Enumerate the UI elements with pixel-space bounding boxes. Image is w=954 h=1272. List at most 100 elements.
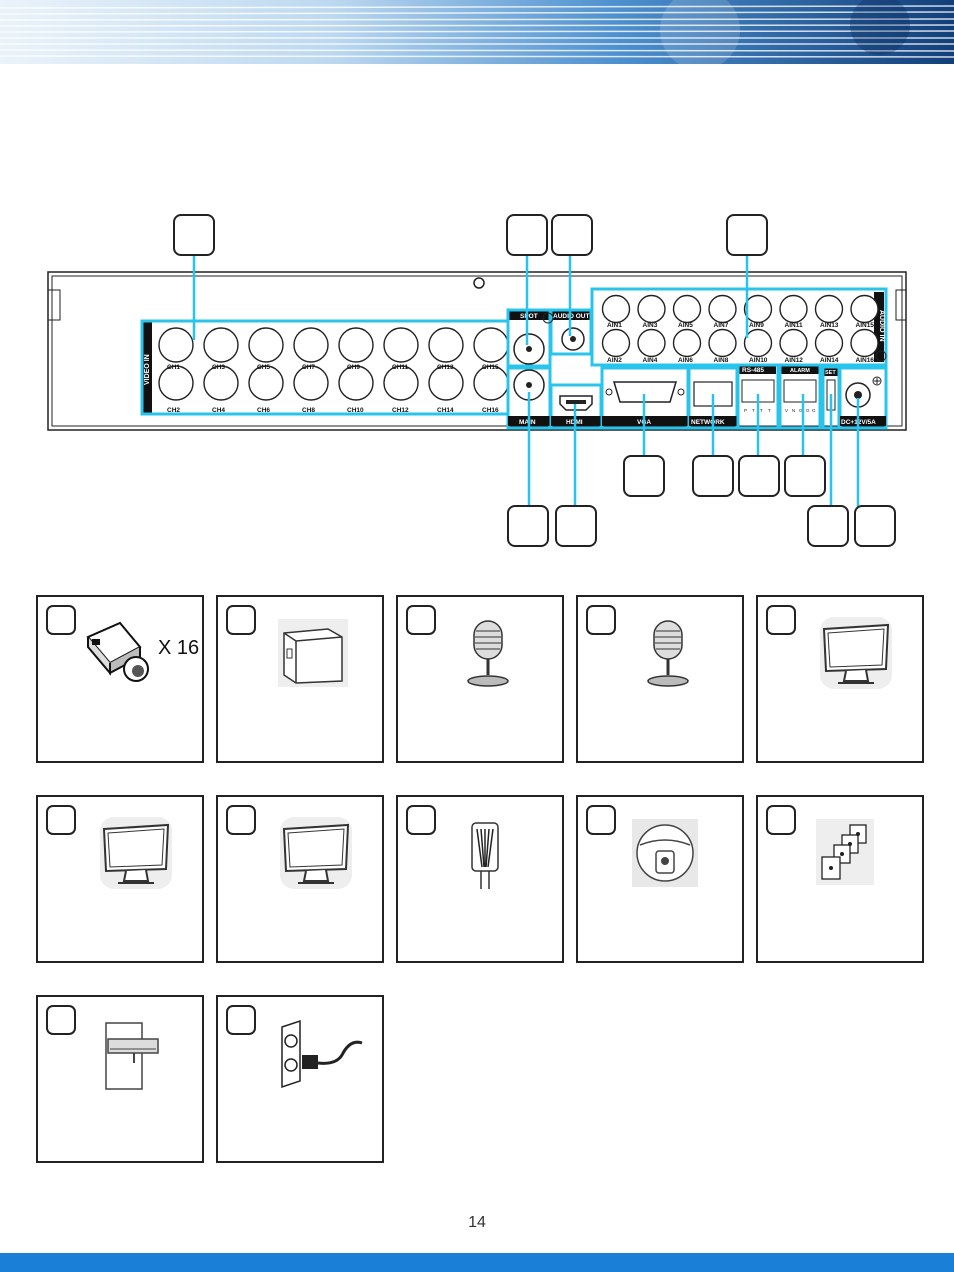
device-card bbox=[396, 795, 564, 963]
device-card bbox=[576, 595, 744, 763]
video-in-port bbox=[158, 327, 194, 363]
port-label: AIN1 bbox=[607, 322, 622, 329]
svg-text:T: T bbox=[768, 408, 771, 413]
svg-text:T: T bbox=[760, 408, 763, 413]
main-label: MAIN bbox=[519, 419, 536, 426]
video-in-port bbox=[203, 365, 239, 401]
device-card bbox=[576, 795, 744, 963]
video-in-port bbox=[383, 327, 419, 363]
port-label: AIN11 bbox=[785, 322, 803, 329]
card-badge bbox=[586, 805, 616, 835]
audio-in-port bbox=[708, 328, 737, 358]
card-badge bbox=[766, 605, 796, 635]
audio-in-port bbox=[637, 328, 666, 358]
device-card bbox=[216, 995, 384, 1163]
device-card bbox=[216, 795, 384, 963]
port-label: CH14 bbox=[437, 407, 454, 414]
audio-in-port bbox=[814, 294, 844, 324]
port-label: CH10 bbox=[347, 407, 364, 414]
audio-in-port bbox=[672, 328, 702, 358]
device-card bbox=[36, 995, 204, 1163]
audio-in-label: AUDIO IN bbox=[878, 310, 885, 342]
vga-port bbox=[612, 381, 678, 403]
video-in-port bbox=[293, 365, 329, 401]
device-card: X 16 bbox=[36, 595, 204, 763]
port-label: CH13 bbox=[437, 364, 454, 371]
port-label: AIN15 bbox=[856, 322, 875, 329]
port-label: CH9 bbox=[347, 364, 360, 371]
svg-text:T: T bbox=[752, 408, 755, 413]
callout-badge bbox=[507, 505, 549, 547]
port-label: CH6 bbox=[257, 407, 270, 414]
video-in-port bbox=[473, 327, 509, 363]
port-label: CH1 bbox=[167, 364, 180, 371]
video-in-port bbox=[248, 365, 284, 401]
callout-badge bbox=[692, 455, 734, 497]
card-badge bbox=[406, 805, 436, 835]
svg-text:G: G bbox=[799, 408, 803, 413]
audio-in-port bbox=[708, 294, 737, 324]
video-in-port bbox=[428, 365, 464, 401]
alarm-highlight bbox=[778, 363, 822, 430]
callout-badge bbox=[807, 505, 849, 547]
device-card bbox=[756, 595, 924, 763]
audio-in-port bbox=[779, 294, 808, 324]
callout-badge bbox=[623, 455, 665, 497]
card-badge bbox=[406, 605, 436, 635]
port-label: CH5 bbox=[257, 364, 270, 371]
callout-badge bbox=[738, 455, 780, 497]
network-label: NETWORK bbox=[691, 419, 725, 426]
card-badge bbox=[46, 1005, 76, 1035]
card-badge bbox=[46, 805, 76, 835]
audio-in-port bbox=[850, 294, 879, 324]
port-label: AIN13 bbox=[820, 322, 839, 329]
callout-badge bbox=[551, 214, 593, 256]
svg-text:N: N bbox=[792, 408, 795, 413]
port-label: AIN4 bbox=[643, 357, 658, 364]
port-label: CH12 bbox=[392, 407, 409, 414]
audio-in-port bbox=[743, 328, 773, 358]
port-label: CH4 bbox=[212, 407, 225, 414]
audio-in-port bbox=[814, 328, 844, 358]
device-card bbox=[216, 595, 384, 763]
video-in-port bbox=[338, 327, 374, 363]
audio-in-port bbox=[779, 328, 808, 358]
quantity-label: X 16 bbox=[158, 637, 200, 659]
video-in-port bbox=[158, 365, 194, 401]
port-label: CH11 bbox=[392, 364, 409, 371]
audio-in-port bbox=[601, 294, 631, 324]
port-label: AIN14 bbox=[820, 357, 839, 364]
video-in-port bbox=[428, 327, 464, 363]
callout-badge bbox=[173, 214, 215, 256]
video-in-port bbox=[338, 365, 374, 401]
audio-in-port bbox=[672, 294, 702, 324]
port-label: CH8 bbox=[302, 407, 315, 414]
alarm-label: ALARM bbox=[790, 368, 810, 374]
port-label: AIN9 bbox=[749, 322, 764, 329]
ground-screw-icon bbox=[473, 277, 485, 289]
svg-text:P: P bbox=[744, 408, 747, 413]
port-label: AIN5 bbox=[678, 322, 693, 329]
port-label: CH7 bbox=[302, 364, 315, 371]
video-in-port bbox=[203, 327, 239, 363]
audio-in-port bbox=[850, 328, 879, 358]
header-banner bbox=[0, 0, 954, 64]
port-label: AIN10 bbox=[749, 357, 768, 364]
port-label: CH15 bbox=[482, 364, 499, 371]
device-card bbox=[396, 595, 564, 763]
audio-in-port bbox=[743, 294, 773, 324]
card-badge bbox=[226, 605, 256, 635]
device-card bbox=[36, 795, 204, 963]
card-badge bbox=[46, 605, 76, 635]
callout-badge bbox=[555, 505, 597, 547]
svg-text:G: G bbox=[812, 408, 816, 413]
port-label: AIN16 bbox=[856, 357, 875, 364]
port-label: AIN3 bbox=[643, 322, 658, 329]
audio-in-port bbox=[637, 294, 666, 324]
footer-bar bbox=[0, 1253, 954, 1272]
card-badge bbox=[226, 1005, 256, 1035]
callout-badge bbox=[784, 455, 826, 497]
port-label: AIN6 bbox=[678, 357, 693, 364]
set-label: SET bbox=[825, 370, 836, 376]
